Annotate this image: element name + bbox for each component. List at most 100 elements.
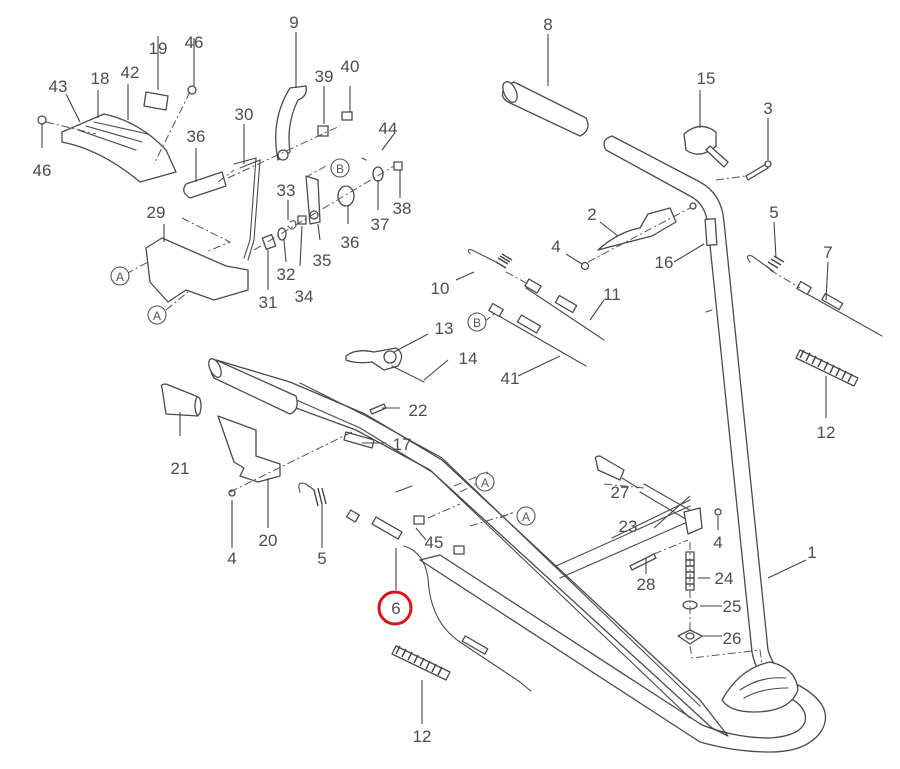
part-14-rod: [391, 365, 425, 383]
part-32-washer: [277, 227, 287, 241]
part-16-label: [704, 218, 718, 246]
handle-frame: [208, 135, 827, 753]
callouts: 8 15 3 2 4 16 5 7 10 11 41 12 13 14 22 1…: [33, 13, 836, 746]
ref-a2-label: A: [153, 309, 161, 323]
part-27-knob: [594, 455, 625, 481]
callout-6: 6: [391, 599, 400, 618]
callout-43: 43: [49, 77, 68, 96]
part-12-spring-right: [795, 349, 859, 387]
callout-16: 16: [655, 253, 674, 272]
callout-27: 27: [611, 483, 630, 502]
callout-4-right: 4: [713, 533, 722, 552]
callout-45: 45: [425, 533, 444, 552]
callout-12-right: 12: [817, 423, 836, 442]
callout-42: 42: [121, 63, 140, 82]
part-36-collar: [337, 185, 355, 207]
callout-7: 7: [823, 243, 832, 262]
callout-3: 3: [763, 99, 772, 118]
part-5-spring-left: [298, 482, 327, 507]
ref-a1-label: A: [116, 270, 124, 284]
part-2-lever: [597, 202, 697, 251]
part-18-cover: [61, 113, 177, 183]
callout-35: 35: [313, 251, 332, 270]
callout-24: 24: [715, 569, 734, 588]
callout-10: 10: [431, 279, 450, 298]
callout-12-left: 12: [413, 727, 432, 746]
callout-15: 15: [697, 69, 716, 88]
part-3-bolt: [745, 160, 772, 181]
part-45-bolt-a: [413, 515, 425, 525]
ref-marker-a4: A: [516, 506, 536, 526]
part-23-rod: [639, 483, 703, 535]
part-33-clip: [287, 220, 297, 230]
part-7-cable: [796, 280, 883, 337]
callout-38: 38: [393, 199, 412, 218]
callout-17: 17: [393, 435, 412, 454]
callout-34: 34: [295, 287, 314, 306]
callout-4-left: 4: [227, 549, 236, 568]
part-39-collar: [317, 125, 329, 137]
part-29-bracket: [145, 237, 249, 303]
part-19-decal: [143, 91, 169, 111]
callout-37: 37: [371, 215, 390, 234]
part-35-plate: [305, 175, 321, 225]
part-22-bolt: [369, 403, 387, 415]
callout-29: 29: [147, 203, 166, 222]
callout-11: 11: [603, 285, 621, 304]
ref-a3-label: A: [481, 476, 489, 490]
callout-28: 28: [637, 575, 656, 594]
ref-marker-a3: A: [475, 472, 495, 492]
ref-marker-b1: B: [330, 158, 350, 178]
callout-31: 31: [259, 293, 278, 312]
part-17-decal: [343, 431, 375, 449]
callout-8: 8: [543, 15, 552, 34]
callout-1: 1: [807, 543, 816, 562]
part-15-clamp: [683, 125, 729, 168]
part-44-pin: [361, 157, 367, 161]
callout-36-top: 36: [187, 127, 206, 146]
callout-18: 18: [91, 69, 110, 88]
callout-26: 26: [723, 629, 742, 648]
part-26-nut: [677, 629, 703, 645]
callout-9: 9: [289, 13, 298, 32]
callout-20: 20: [259, 531, 278, 550]
callout-36-right: 36: [341, 233, 360, 252]
part-30-rod: [233, 157, 261, 261]
callout-5-left: 5: [317, 549, 326, 568]
callout-40: 40: [341, 57, 360, 76]
callout-41: 41: [501, 369, 520, 388]
callout-32: 32: [277, 265, 296, 284]
part-21-knob: [160, 383, 202, 417]
callout-5-right: 5: [769, 203, 778, 222]
part-31-spring: [261, 234, 277, 250]
part-46-bolt-a: [37, 115, 47, 125]
ref-b2-label: B: [473, 316, 481, 330]
part-34-bushing: [297, 215, 307, 225]
part-12-spring-left: [391, 645, 451, 681]
callout-44: 44: [379, 119, 398, 138]
part-40-bolt: [341, 111, 353, 121]
part-20-bracket: [217, 415, 281, 483]
ref-marker-b2: B: [467, 312, 487, 332]
callout-46-top: 46: [185, 33, 204, 52]
highlight-circle-part-6: [377, 590, 413, 626]
callout-30: 30: [235, 105, 254, 124]
ref-b1-label: B: [336, 162, 344, 176]
ref-marker-a2: A: [147, 305, 167, 325]
callout-4-top: 4: [551, 237, 560, 256]
part-5-spring-right: [746, 255, 785, 273]
part-4-nut-right: [714, 508, 722, 516]
callout-19: 19: [149, 39, 168, 58]
part-45-bolt-b: [453, 545, 465, 555]
part-11-cable: [524, 278, 605, 341]
callout-22: 22: [409, 401, 428, 420]
leader-lines: [41, 32, 829, 724]
ref-marker-a1: A: [110, 266, 130, 286]
part-36-knob: [183, 171, 227, 199]
part-38-bolt: [393, 161, 403, 171]
callout-14: 14: [459, 349, 478, 368]
callout-33: 33: [277, 181, 296, 200]
part-6-cable: [346, 509, 532, 692]
part-28-bolt: [629, 553, 657, 571]
